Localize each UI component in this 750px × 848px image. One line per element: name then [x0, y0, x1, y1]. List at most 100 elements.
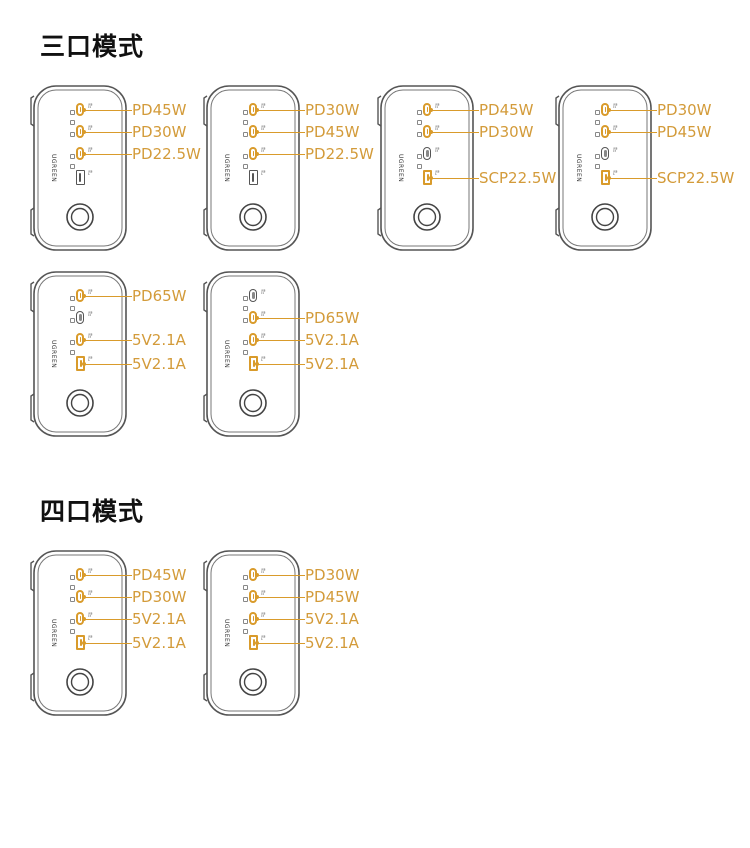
leader-line — [609, 178, 657, 179]
indicator-mark — [243, 132, 248, 137]
port-tag: USB A — [613, 170, 618, 176]
port-output-label: PD45W — [132, 566, 187, 584]
port-inner — [252, 360, 255, 367]
indicator-mark — [243, 120, 248, 125]
brand-logo-text: UGREEN — [50, 154, 57, 183]
leader-line — [257, 340, 305, 341]
port-tag: USB A — [88, 170, 93, 176]
leader-line — [84, 597, 132, 598]
indicator-mark — [70, 597, 75, 602]
port-tag: USB A — [435, 170, 440, 176]
charger-body — [203, 85, 300, 251]
port-inner — [252, 315, 254, 320]
port-inner — [426, 129, 428, 134]
port-inner — [252, 107, 254, 112]
indicator-mark — [243, 318, 248, 323]
leader-line — [431, 178, 479, 179]
charger-body — [30, 85, 127, 251]
usb-a-port-icon — [76, 170, 85, 185]
port-tag: USB C1 — [261, 103, 266, 109]
indicator-mark — [243, 110, 248, 115]
indicator-mark — [595, 164, 600, 169]
brand-logo-text: UGREEN — [50, 619, 57, 648]
port-output-label: 5V2.1A — [132, 634, 186, 652]
indicator-mark — [243, 306, 248, 311]
port-output-label: PD30W — [132, 123, 187, 141]
port-output-label: 5V2.1A — [132, 355, 186, 373]
port-output-label: PD45W — [132, 101, 187, 119]
charger-body — [555, 85, 652, 251]
port-inner — [252, 639, 255, 646]
indicator-mark — [417, 154, 422, 159]
leader-line — [257, 364, 305, 365]
port-tag: USB C2 — [88, 311, 93, 317]
leader-line — [84, 132, 132, 133]
port-inner — [252, 594, 254, 599]
port-output-label: PD45W — [305, 123, 360, 141]
port-inner — [79, 151, 81, 156]
port-output-label: PD22.5W — [132, 145, 201, 163]
indicator-mark — [595, 132, 600, 137]
charger-body — [377, 85, 474, 251]
port-tag: USB C2 — [613, 125, 618, 131]
brand-logo-text: UGREEN — [50, 340, 57, 369]
indicator-mark — [243, 575, 248, 580]
port-tag: USB A — [88, 356, 93, 362]
port-inner — [79, 293, 81, 298]
port-inner — [251, 173, 254, 182]
indicator-mark — [70, 132, 75, 137]
indicator-mark — [70, 619, 75, 624]
indicator-mark — [70, 629, 75, 634]
indicator-mark — [243, 597, 248, 602]
port-tag: USB C1 — [613, 103, 618, 109]
port-inner — [603, 150, 607, 157]
leader-line — [84, 575, 132, 576]
port-inner — [426, 174, 429, 181]
leader-line — [257, 318, 305, 319]
leader-line — [431, 110, 479, 111]
port-tag: USB C3 — [88, 612, 93, 618]
indicator-mark — [70, 575, 75, 580]
usb-c-port-icon — [423, 147, 431, 160]
port-tag: USB C2 — [88, 125, 93, 131]
indicator-mark — [70, 350, 75, 355]
port-output-label: 5V2.1A — [132, 331, 186, 349]
indicator-mark — [417, 120, 422, 125]
port-tag: USB C3 — [88, 147, 93, 153]
port-output-label: 5V2.1A — [305, 610, 359, 628]
leader-line — [84, 340, 132, 341]
indicator-mark — [243, 154, 248, 159]
usb-c-port-icon — [601, 147, 609, 160]
port-inner — [79, 616, 81, 621]
port-output-label: PD65W — [305, 309, 360, 327]
usb-c-port-icon — [249, 289, 257, 302]
indicator-mark — [417, 132, 422, 137]
port-output-label: PD45W — [305, 588, 360, 606]
indicator-mark — [243, 629, 248, 634]
port-tag: USB A — [88, 635, 93, 641]
leader-line — [257, 619, 305, 620]
port-tag: USB C1 — [88, 103, 93, 109]
leader-line — [257, 132, 305, 133]
indicator-mark — [417, 164, 422, 169]
port-tag: USB A — [261, 635, 266, 641]
leader-line — [257, 110, 305, 111]
port-output-label: SCP22.5W — [479, 169, 557, 187]
indicator-mark — [243, 350, 248, 355]
brand-logo-text: UGREEN — [223, 619, 230, 648]
port-tag: USB C3 — [261, 147, 266, 153]
port-output-label: PD65W — [132, 287, 187, 305]
port-inner — [252, 616, 254, 621]
indicator-mark — [70, 318, 75, 323]
leader-line — [257, 154, 305, 155]
port-inner — [251, 292, 255, 299]
indicator-mark — [417, 110, 422, 115]
port-output-label: PD30W — [657, 101, 712, 119]
port-tag: USB C2 — [435, 125, 440, 131]
port-output-label: PD45W — [657, 123, 712, 141]
charger-body — [30, 271, 127, 437]
port-tag: USB C2 — [261, 311, 266, 317]
brand-logo-text: UGREEN — [575, 154, 582, 183]
indicator-mark — [595, 110, 600, 115]
port-tag: USB C1 — [88, 289, 93, 295]
